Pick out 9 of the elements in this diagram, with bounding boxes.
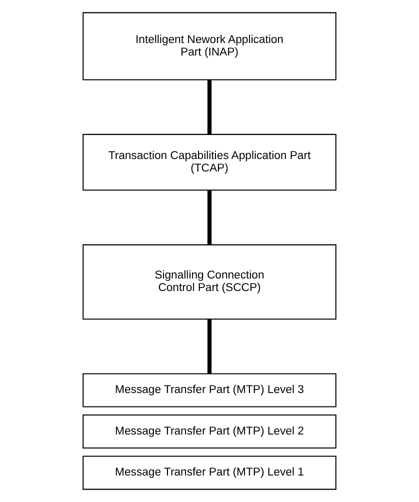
node-box: Signalling Connection Control Part (SCCP): [82, 244, 336, 320]
connector: [207, 190, 212, 245]
node-box: Message Transfer Part (MTP) Level 3: [82, 373, 336, 408]
node-box: Intelligent Nework Application Part (INAP): [82, 12, 336, 80]
node-box: Message Transfer Part (MTP) Level 1: [82, 456, 336, 490]
node-box: Message Transfer Part (MTP) Level 2: [82, 414, 336, 449]
connector: [207, 319, 212, 374]
connector: [207, 80, 212, 134]
node-box: Transaction Capabilities Application Part (TCAP): [82, 134, 336, 191]
